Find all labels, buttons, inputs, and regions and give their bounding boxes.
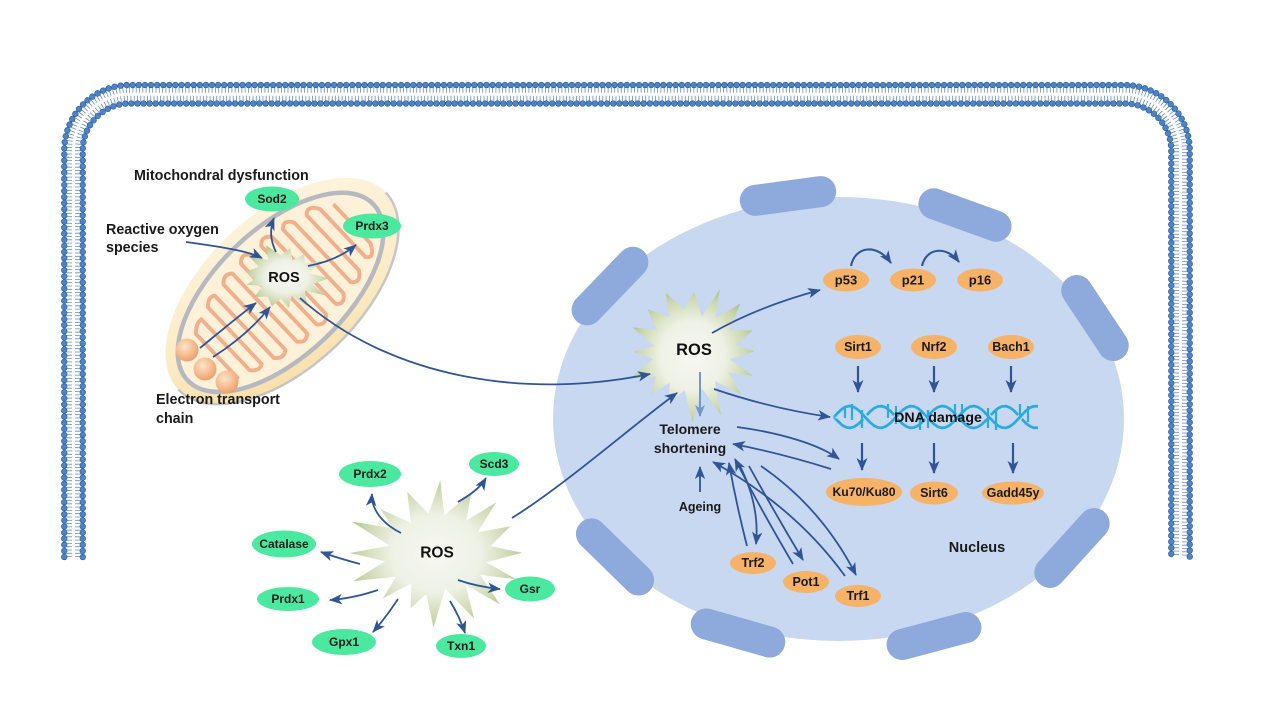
- svg-text:Trf1: Trf1: [847, 589, 870, 603]
- svg-text:Telomere: Telomere: [659, 421, 720, 437]
- svg-text:Nrf2: Nrf2: [921, 340, 946, 354]
- svg-text:chain: chain: [156, 411, 193, 427]
- svg-text:Sirt1: Sirt1: [844, 340, 872, 354]
- svg-text:Sod2: Sod2: [257, 192, 287, 206]
- svg-text:Scd3: Scd3: [480, 457, 509, 471]
- svg-text:Gpx1: Gpx1: [329, 635, 359, 649]
- svg-text:shortening: shortening: [654, 440, 726, 456]
- svg-text:ROS: ROS: [676, 341, 712, 359]
- svg-text:Electron transport: Electron transport: [156, 392, 280, 408]
- svg-text:Ageing: Ageing: [679, 500, 721, 514]
- svg-text:Ku70/Ku80: Ku70/Ku80: [833, 485, 896, 499]
- svg-text:ROS: ROS: [268, 270, 300, 286]
- svg-text:Pot1: Pot1: [792, 575, 819, 589]
- svg-text:Trf2: Trf2: [742, 556, 765, 570]
- svg-text:Bach1: Bach1: [992, 340, 1030, 354]
- svg-text:p16: p16: [969, 273, 991, 288]
- svg-text:Gadd45y: Gadd45y: [987, 486, 1040, 500]
- svg-text:p53: p53: [835, 273, 857, 288]
- svg-text:Prdx3: Prdx3: [355, 219, 389, 233]
- svg-text:Txn1: Txn1: [447, 639, 475, 653]
- svg-text:Gsr: Gsr: [520, 582, 541, 596]
- svg-text:Prdx1: Prdx1: [271, 592, 305, 606]
- svg-text:Nucleus: Nucleus: [949, 540, 1005, 556]
- svg-text:species: species: [106, 240, 159, 256]
- svg-text:Sirt6: Sirt6: [920, 486, 948, 500]
- svg-text:Prdx2: Prdx2: [353, 467, 387, 481]
- svg-text:DNA damage: DNA damage: [894, 410, 982, 426]
- svg-text:Catalase: Catalase: [259, 537, 309, 551]
- svg-text:p21: p21: [902, 273, 924, 288]
- svg-text:Mitochondral dysfunction: Mitochondral dysfunction: [134, 168, 309, 184]
- svg-text:ROS: ROS: [420, 545, 454, 562]
- svg-text:Reactive oxygen: Reactive oxygen: [106, 222, 219, 238]
